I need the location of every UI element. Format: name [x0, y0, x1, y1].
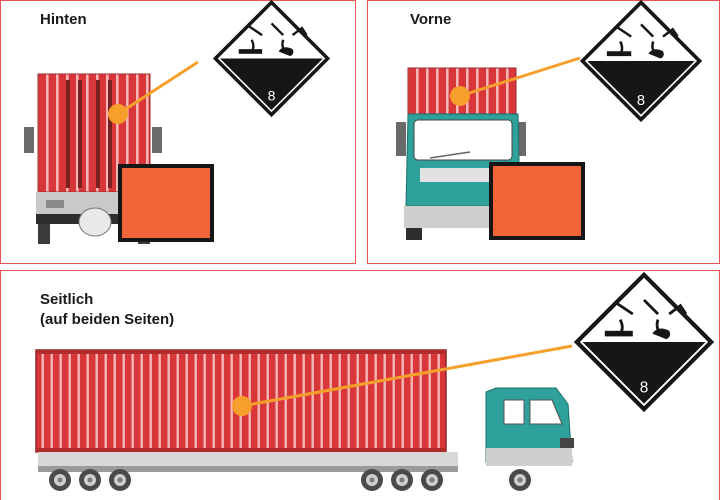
rear-leader-dot	[108, 104, 128, 124]
side-leader-dot	[232, 396, 252, 416]
front-orange-plate	[489, 162, 585, 240]
rear-view-label: Hinten	[40, 11, 87, 28]
rear-orange-plate	[118, 164, 214, 242]
front-leader-dot	[450, 86, 470, 106]
side-hazard-label: 8	[577, 275, 711, 409]
front-view-label: Vorne	[410, 11, 452, 28]
side-leader-line	[241, 344, 573, 408]
rear-hazard-class-number: 8	[268, 88, 276, 104]
side-truck	[35, 349, 574, 491]
rear-hazard-label: 8	[213, 0, 330, 117]
front-leader-line	[459, 56, 581, 98]
rear-leader-line	[117, 60, 199, 116]
front-hazard-class-number: 8	[637, 93, 645, 109]
front-hazard-label: 8	[580, 0, 702, 122]
side-hazard-class-number: 8	[640, 379, 649, 396]
side-view-label-line2: (auf beiden Seiten)	[40, 311, 175, 328]
side-view-label-line1: Seitlich	[40, 291, 94, 308]
